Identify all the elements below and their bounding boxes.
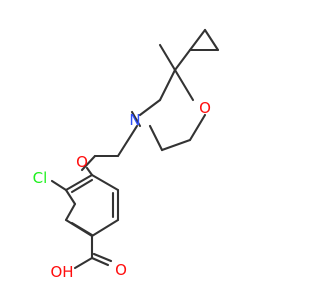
- bond: [85, 166, 94, 177]
- bond: [188, 113, 207, 142]
- structure-drawing: O N O Cl O OH: [33, 28, 220, 281]
- bond: [92, 252, 113, 263]
- bond: [160, 138, 192, 152]
- bond: [64, 188, 77, 206]
- bond: [158, 68, 177, 102]
- bond: [90, 173, 120, 192]
- morpholine-substituents: [158, 43, 192, 72]
- aromatic-inner-bond: [70, 178, 94, 194]
- bond: [90, 256, 110, 267]
- chlorine-label: Cl: [33, 169, 48, 187]
- bond: [173, 48, 192, 72]
- bond: [173, 68, 195, 102]
- bond: [50, 179, 68, 192]
- nitrogen-label: N: [129, 111, 140, 129]
- carbonyl-oxygen-label: O: [115, 261, 127, 279]
- aromatic-inner-bond: [70, 221, 94, 237]
- bond: [130, 110, 142, 128]
- bond: [64, 173, 94, 192]
- molecule-canvas: O N O Cl O OH: [32, 28, 220, 281]
- cyclopropyl-ring: [188, 28, 220, 52]
- bond: [116, 124, 139, 158]
- morpholine-ring: [130, 68, 207, 152]
- bond: [90, 218, 120, 238]
- bond: [73, 256, 94, 270]
- ring-oxygen-label: O: [199, 99, 211, 117]
- bond: [138, 98, 162, 117]
- bond: [64, 202, 77, 222]
- ethylene-linker: [80, 124, 139, 172]
- bond: [80, 154, 97, 172]
- benzene-ring: [64, 173, 120, 238]
- carboxylic-acid: [73, 234, 113, 270]
- bond: [188, 28, 207, 52]
- ether-oxygen-label: O: [76, 153, 88, 171]
- bond: [203, 28, 220, 52]
- bond: [148, 124, 164, 152]
- methyl-bond: [158, 43, 177, 72]
- hydroxyl-label: OH: [50, 263, 73, 281]
